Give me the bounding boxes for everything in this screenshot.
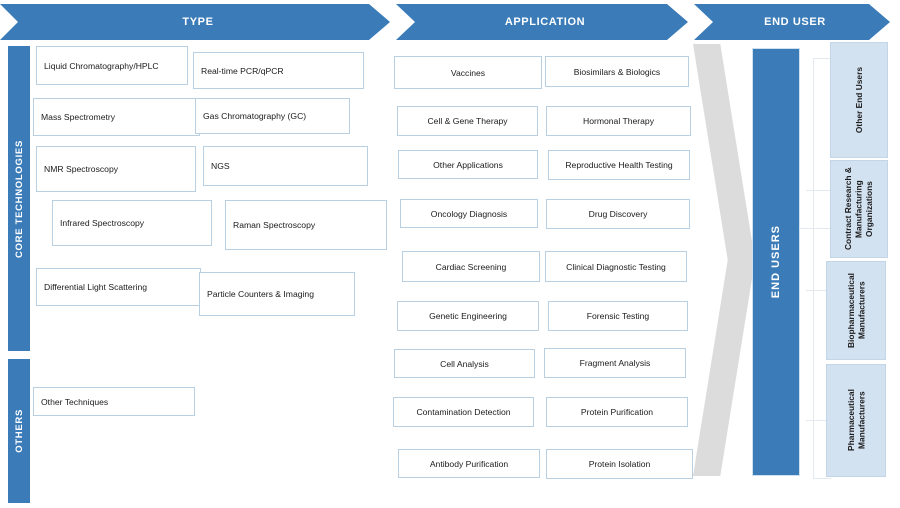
segment-bar-others: OTHERS <box>8 359 30 503</box>
type-box-label: Real-time PCR/qPCR <box>201 65 284 76</box>
segment-label-core-technologies: CORE TECHNOLOGIES <box>13 139 25 258</box>
application-box-label: Forensic Testing <box>586 311 650 321</box>
application-box-other-applications[interactable]: Other Applications <box>398 150 538 179</box>
bracket-tick <box>806 190 831 191</box>
banner-end-user: END USER <box>694 4 890 40</box>
application-box-label: Protein Isolation <box>588 459 651 469</box>
type-box-raman-spectroscopy[interactable]: Raman Spectroscopy <box>225 200 387 250</box>
type-box-label: Differential Light Scattering <box>44 282 148 292</box>
application-box-oncology-diagnosis[interactable]: Oncology Diagnosis <box>400 199 538 228</box>
banner-application: APPLICATION <box>396 4 688 40</box>
application-box-label: Clinical Diagnostic Testing <box>566 261 666 272</box>
others-box-other-techniques[interactable]: Other Techniques <box>33 387 195 416</box>
type-box-gas-chromatography-gc[interactable]: Gas Chromatography (GC) <box>195 98 350 134</box>
type-box-infrared-spectroscopy[interactable]: Infrared Spectroscopy <box>52 200 212 246</box>
application-box-label: Protein Purification <box>580 407 654 417</box>
others-box-label: Other Techniques <box>41 396 109 407</box>
application-box-antibody-purification[interactable]: Antibody Purification <box>398 449 540 478</box>
type-box-label: Mass Spectrometry <box>41 112 116 122</box>
bracket-tick <box>806 290 831 291</box>
application-box-clinical-diagnostic-testing[interactable]: Clinical Diagnostic Testing <box>545 251 687 282</box>
end-user-box-label: Other End Users <box>853 66 864 134</box>
type-box-differential-light-scattering[interactable]: Differential Light Scattering <box>36 268 201 306</box>
application-box-genetic-engineering[interactable]: Genetic Engineering <box>397 301 539 331</box>
application-box-label: Drug Discovery <box>588 209 648 219</box>
type-box-label: Liquid Chromatography/HPLC <box>44 60 159 71</box>
banner-type-label: TYPE <box>182 16 214 28</box>
application-box-vaccines[interactable]: Vaccines <box>394 56 542 89</box>
type-box-mass-spectrometry[interactable]: Mass Spectrometry <box>33 98 200 136</box>
application-box-label: Genetic Engineering <box>429 311 507 321</box>
banner-application-label: APPLICATION <box>504 16 586 28</box>
application-box-label: Biosimilars & Biologics <box>573 66 661 77</box>
type-box-liquid-chromatography-hplc[interactable]: Liquid Chromatography/HPLC <box>36 46 188 85</box>
end-user-box-label: Pharmaceutical Manufacturers <box>845 389 867 452</box>
application-box-cardiac-screening[interactable]: Cardiac Screening <box>402 251 540 282</box>
type-box-label: Infrared Spectroscopy <box>60 218 145 228</box>
type-box-label: NGS <box>211 161 230 171</box>
banner-end-user-label: END USER <box>764 16 826 28</box>
application-box-protein-isolation[interactable]: Protein Isolation <box>546 449 693 479</box>
bracket-tick <box>806 420 831 421</box>
application-box-label: Cardiac Screening <box>435 261 507 272</box>
application-box-cell-gene-therapy[interactable]: Cell & Gene Therapy <box>397 106 538 136</box>
bracket-tick <box>813 478 831 479</box>
application-box-label: Vaccines <box>450 67 486 78</box>
application-box-biosimilars-biologics[interactable]: Biosimilars & Biologics <box>545 56 689 87</box>
segment-label-others: OTHERS <box>13 409 25 453</box>
end-user-box-pharmaceutical-manufacturers[interactable]: Pharmaceutical Manufacturers <box>826 364 886 477</box>
banner-type: TYPE <box>0 4 390 40</box>
type-box-label: NMR Spectroscopy <box>44 164 119 174</box>
end-user-box-biopharmaceutical-manufacturers[interactable]: Biopharmaceutical Manufacturers <box>826 261 886 360</box>
bracket-tick <box>813 58 831 59</box>
segment-bar-end-users: END USERS <box>752 48 800 476</box>
bracket-spine <box>813 58 814 478</box>
application-box-label: Cell Analysis <box>440 358 489 369</box>
grey-arrow-shape <box>693 44 755 476</box>
application-box-label: Oncology Diagnosis <box>430 208 508 219</box>
application-box-label: Cell & Gene Therapy <box>427 116 508 126</box>
application-box-contamination-detection[interactable]: Contamination Detection <box>393 397 534 427</box>
application-box-forensic-testing[interactable]: Forensic Testing <box>548 301 688 331</box>
application-box-label: Other Applications <box>433 159 503 170</box>
type-box-real-time-pcr-qpcr[interactable]: Real-time PCR/qPCR <box>193 52 364 89</box>
application-box-drug-discovery[interactable]: Drug Discovery <box>546 199 690 229</box>
application-box-cell-analysis[interactable]: Cell Analysis <box>394 349 535 378</box>
application-box-reproductive-health-testing[interactable]: Reproductive Health Testing <box>548 150 690 180</box>
application-box-label: Reproductive Health Testing <box>565 160 673 170</box>
end-user-box-other-end-users[interactable]: Other End Users <box>830 42 888 158</box>
application-box-protein-purification[interactable]: Protein Purification <box>546 397 688 427</box>
end-user-box-contract-research-manufacturing-organizations[interactable]: Contract Research & Manufacturing Organi… <box>830 160 888 258</box>
application-box-label: Contamination Detection <box>416 407 511 417</box>
application-box-label: Hormonal Therapy <box>582 116 654 126</box>
application-box-label: Antibody Purification <box>429 458 509 469</box>
type-box-ngs[interactable]: NGS <box>203 146 368 186</box>
end-user-box-label: Biopharmaceutical Manufacturers <box>845 273 867 348</box>
type-box-nmr-spectroscopy[interactable]: NMR Spectroscopy <box>36 146 196 192</box>
application-box-label: Fragment Analysis <box>579 358 651 368</box>
application-box-fragment-analysis[interactable]: Fragment Analysis <box>544 348 686 378</box>
bracket-tick <box>799 228 831 229</box>
segment-bar-core-technologies: CORE TECHNOLOGIES <box>8 46 30 351</box>
application-box-hormonal-therapy[interactable]: Hormonal Therapy <box>546 106 691 136</box>
type-box-label: Raman Spectroscopy <box>233 220 316 230</box>
segment-label-end-users: END USERS <box>770 225 782 299</box>
type-box-label: Particle Counters & Imaging <box>207 289 314 299</box>
type-box-particle-counters-imaging[interactable]: Particle Counters & Imaging <box>199 272 355 316</box>
end-user-box-label: Contract Research & Manufacturing Organi… <box>843 167 875 251</box>
type-box-label: Gas Chromatography (GC) <box>203 111 307 121</box>
